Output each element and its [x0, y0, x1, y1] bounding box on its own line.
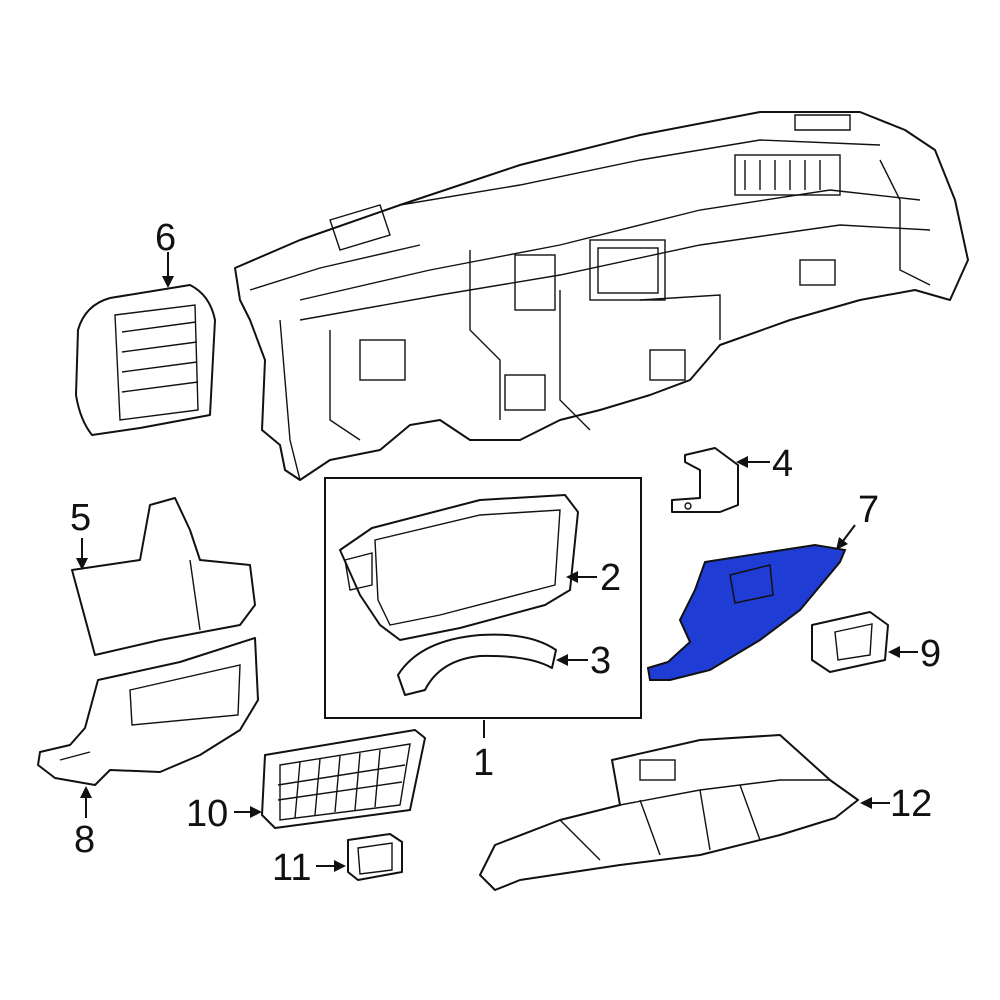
callout-9: 9: [920, 633, 941, 675]
lower-dash-cover: [479, 734, 859, 891]
center-air-vent: [261, 729, 426, 829]
callout-7: 7: [858, 489, 879, 531]
vent-bezel: [811, 611, 889, 673]
cluster-group-box: [324, 477, 642, 719]
lower-trim-panel: [37, 637, 259, 786]
leader-lines: [76, 252, 918, 872]
callout-8: 8: [74, 819, 95, 861]
highlighted-lower-panel: [646, 543, 847, 681]
dashboard-frame: [234, 111, 969, 481]
callout-labels: 6 4 5 7 2 3 1 9 8 10 11 12: [70, 217, 941, 889]
callout-11: 11: [272, 847, 311, 889]
callout-1: 1: [473, 742, 494, 784]
callout-3: 3: [590, 640, 611, 682]
bracket: [671, 447, 739, 513]
callout-12: 12: [890, 783, 932, 825]
callout-6: 6: [155, 217, 176, 259]
cluster-bezel: [397, 633, 557, 696]
cluster-housing: [339, 494, 579, 641]
callout-10: 10: [186, 793, 228, 835]
callout-4: 4: [772, 443, 793, 485]
switch: [347, 833, 403, 881]
side-air-vent: [75, 284, 216, 436]
knee-bolster-cover: [71, 497, 256, 656]
callout-2: 2: [600, 557, 621, 599]
callout-5: 5: [70, 497, 91, 539]
